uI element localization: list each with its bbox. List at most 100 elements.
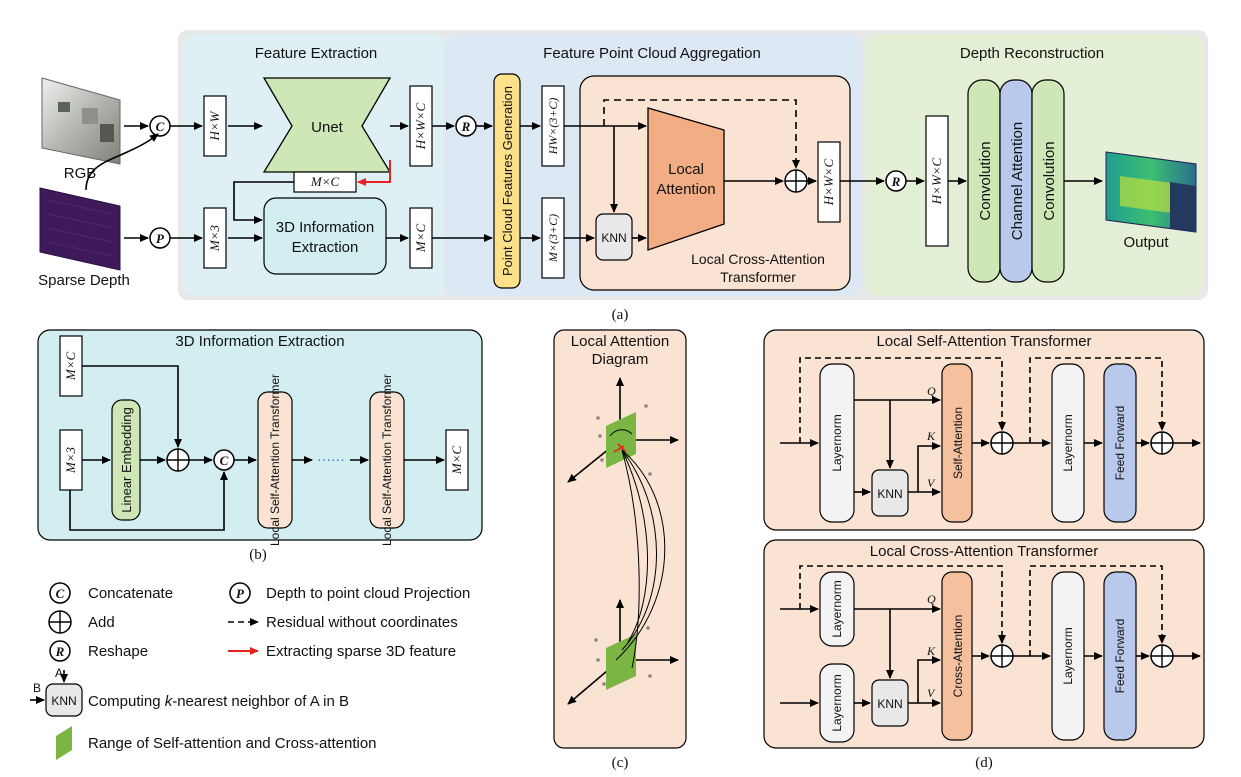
c-upper-pt-3: [598, 434, 602, 438]
d-cross-residual-1: [799, 565, 1006, 644]
dim-hwc2-box: [817, 141, 841, 223]
c-lower-pt-2: [646, 626, 650, 630]
info3d-label-2: Extraction: [292, 239, 359, 256]
d-cross-edge-k: [917, 656, 941, 703]
legend-project-sym: P: [236, 586, 245, 601]
legend-range: Range of Self-attention and Cross-attent…: [88, 735, 377, 752]
c-lower-pt-4: [648, 674, 652, 678]
edge-mc-to-3dinfo: [233, 181, 294, 224]
legend-add-cross: [49, 611, 71, 633]
b-lsat-1-label: Local Self-Attention Transformer: [268, 374, 282, 546]
legend-concat-icon: [49, 582, 71, 604]
sparse-depth-image: [39, 187, 121, 271]
b-add-op-cross: [167, 449, 189, 471]
conv1-label: Convolution: [977, 141, 994, 220]
caption-c: (c): [612, 755, 629, 771]
dim-hwc2: H×W×C: [821, 158, 836, 206]
legend-residual: Residual without coordinates: [266, 614, 458, 631]
reshape-op-a2-label: R: [891, 174, 901, 189]
d-self-knn-label: KNN: [877, 487, 902, 501]
pcfg-label: Point Cloud Features Generation: [500, 86, 515, 276]
c-link-3: [621, 449, 649, 643]
section-title-reconstruction: Depth Reconstruction: [960, 45, 1104, 62]
c-link-4: [621, 449, 640, 669]
d-cross-v: V: [927, 686, 936, 700]
c-upper-pt-1: [596, 416, 600, 420]
add-op-a-cross: [785, 170, 807, 192]
edge-sparse-3d-feature: [357, 160, 391, 186]
dim-hwc3: H×W×C: [929, 157, 944, 205]
b-dots: ······: [317, 451, 345, 467]
d-self-residual-1: [799, 357, 1006, 443]
lcat-label-1: Local Cross-Attention: [691, 251, 825, 267]
legend: C Concatenate Add R Reshape P Depth to p…: [30, 582, 470, 760]
conv2-label: Convolution: [1041, 141, 1058, 220]
reshape-op-a1-label: R: [461, 119, 471, 134]
edge-sparse-to-concat: [85, 133, 159, 191]
dim-hw3c: HW×(3+C): [546, 98, 560, 156]
d-cross-layernorm-2-label: Layernorm: [1061, 627, 1075, 684]
d-cross-add-1-cross: [991, 645, 1013, 667]
d-self-title: Local Self-Attention Transformer: [876, 333, 1091, 350]
legend-concat-sym: C: [56, 586, 65, 601]
c-upper-pt-5: [648, 472, 652, 476]
legend-reshape-sym: R: [55, 644, 65, 659]
legend-reshape: Reshape: [88, 643, 148, 660]
b-linear-label: Linear Embedding: [119, 407, 134, 513]
d-self-q: Q: [927, 384, 936, 398]
d-self-ffn-label: Feed Forward: [1113, 406, 1127, 481]
c-lower-range: [606, 634, 636, 690]
dim-m3c: M×(3+C): [546, 214, 560, 263]
info3d-block: [263, 197, 387, 275]
panel-a: Feature Extraction Feature Point Cloud A…: [38, 30, 1208, 323]
output-image: [1105, 151, 1197, 233]
c-upper-query: [613, 443, 627, 453]
d-self-add-1-cross: [991, 432, 1013, 454]
legend-reshape-icon: [49, 640, 71, 662]
caption-b: (b): [249, 547, 267, 563]
sparse-depth-label: Sparse Depth: [38, 272, 130, 289]
lcat-label-2: Transformer: [720, 269, 796, 285]
local-attention-label-1: Local: [668, 161, 704, 178]
d-cross-add-2-cross: [1151, 645, 1173, 667]
dim-hw-box: [203, 95, 227, 157]
panel-c-title-2: Diagram: [592, 351, 649, 368]
panel-c-title-1: Local Attention: [571, 333, 669, 350]
rgb-image: [41, 77, 121, 165]
b-mc-in: M×C: [63, 352, 78, 382]
edge-residual-a: [603, 99, 800, 169]
legend-project: Depth to point cloud Projection: [266, 585, 470, 602]
pcfg-block: [493, 73, 521, 289]
c-upper-pt-2: [644, 404, 648, 408]
legend-knn-a: A: [55, 666, 63, 680]
d-cross-ffn-label: Feed Forward: [1113, 619, 1127, 694]
c-lower-pt-3: [596, 658, 600, 662]
dim-m3-box: [203, 207, 227, 269]
d-self-residual-2: [1029, 357, 1166, 443]
c-lower-pt-5: [602, 682, 606, 686]
d-self-knn: [871, 469, 909, 517]
legend-knn-box: [45, 683, 83, 717]
dim-mc: M×C: [413, 224, 428, 254]
b-mc-out-box: [445, 429, 469, 491]
info3d-label-1: 3D Information: [276, 219, 374, 236]
d-cross-attn-label: Cross-Attention: [951, 615, 965, 698]
d-self-v: V: [927, 476, 936, 490]
legend-knn-b: B: [33, 681, 41, 695]
legend-knn-desc: Computing k-nearest neighbor of A in B: [88, 693, 349, 710]
channel-attention-label: Channel Attention: [1009, 122, 1026, 240]
dim-hw: H×W: [207, 110, 222, 141]
caption-d: (d): [975, 755, 993, 771]
dim-hwc: H×W×C: [413, 102, 428, 150]
legend-sparse3d: Extracting sparse 3D feature: [266, 643, 456, 660]
d-cross-k: K: [926, 644, 936, 658]
legend-add: Add: [88, 614, 115, 631]
d-self-layernorm-1: [819, 363, 855, 523]
d-cross-title: Local Cross-Attention Transformer: [870, 543, 1098, 560]
d-self-add-2-cross: [1151, 432, 1173, 454]
d-cross-residual-2: [1029, 565, 1166, 656]
d-cross-q: Q: [927, 592, 936, 606]
b-edge-mc-to-add: [82, 365, 182, 448]
